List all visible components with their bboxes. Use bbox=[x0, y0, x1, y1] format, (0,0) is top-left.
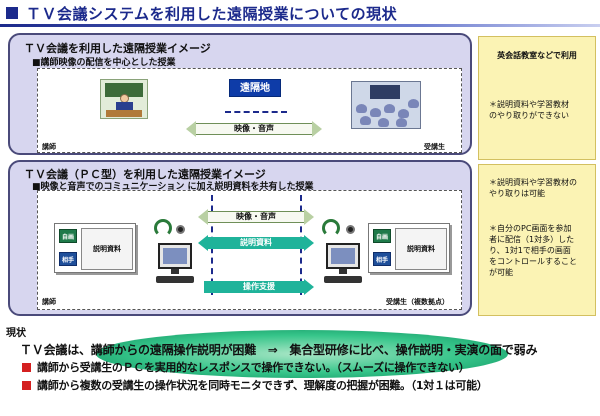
support-arrow-label: 操作支援 bbox=[243, 282, 275, 291]
title-bar: ＴＶ会議システムを利用した遠隔授業についての現状 bbox=[0, 0, 600, 30]
highlight-ellipse bbox=[96, 330, 508, 378]
dashed-link-line bbox=[225, 111, 287, 113]
note-box-pc-text-2: ＊自分のPC画面を参加 者に配信（1対多）した り、1対1で相手の画面 をコント… bbox=[489, 224, 577, 277]
current-bullet-2-text: 講師から複数の受講生の操作状況を同時モニタできず、理解度の把握が困難。（1対１は… bbox=[37, 379, 488, 392]
av-arrow: 映像・音声 bbox=[186, 121, 322, 137]
current-heading: 現状 bbox=[6, 328, 26, 339]
document-label: 説明資料 bbox=[407, 245, 435, 253]
document-label: 説明資料 bbox=[93, 245, 121, 253]
red-bullet-icon bbox=[22, 363, 31, 372]
student-shared-screen: 自画 相手 説明資料 bbox=[368, 223, 450, 273]
title-square-icon bbox=[6, 7, 18, 19]
note-box-tv-heading: 英会話教室などで利用 bbox=[497, 51, 577, 60]
red-bullet-icon bbox=[22, 381, 31, 390]
self-view-label: 自画 bbox=[61, 234, 74, 241]
webcam-icon bbox=[346, 225, 355, 234]
teacher-label: 講師 bbox=[42, 298, 56, 306]
panel1-subtitle: ■講師映像の配信を中心とした授業 bbox=[32, 58, 176, 68]
teacher-pc-icon bbox=[156, 243, 194, 289]
note-box-tv: 英会話教室などで利用 ＊説明資料や学習教材 のやり取りができない bbox=[478, 36, 596, 160]
document-arrow: 説明資料 bbox=[198, 235, 314, 251]
av-arrow-pc: 映像・音声 bbox=[198, 209, 314, 225]
teacher-shared-screen: 自画 相手 説明資料 bbox=[54, 223, 136, 273]
note-box-pc-text-1: ＊説明資料や学習教材の やり取りは可能 bbox=[489, 178, 577, 198]
panel-tv-lecture: ＴＶ会議を利用した遠隔授業イメージ ■講師映像の配信を中心とした授業 遠隔地 映… bbox=[8, 33, 472, 155]
document-arrow-label: 説明資料 bbox=[240, 238, 272, 247]
panel1-diagram: 遠隔地 映像・音声 講師 受講生 bbox=[37, 68, 462, 153]
webcam-icon bbox=[176, 225, 185, 234]
self-view-label: 自画 bbox=[375, 234, 388, 241]
teacher-label: 講師 bbox=[42, 143, 56, 151]
panel-pc-lecture: ＴＶ会議（ＰＣ型）を利用した遠隔授業イメージ ■映像と音声でのコミュニケーション… bbox=[8, 160, 472, 316]
current-bullet-1-text: 講師から受講生のＰＣを実用的なレスポンスで操作できない。（スムーズに操作できない… bbox=[37, 361, 470, 374]
panel2-title: ＴＶ会議（ＰＣ型）を利用した遠隔授業イメージ bbox=[24, 168, 266, 181]
classroom-students-icon bbox=[351, 81, 421, 129]
page-title: ＴＶ会議システムを利用した遠隔授業についての現状 bbox=[26, 5, 398, 23]
note-box-pc: ＊説明資料や学習教材の やり取りは可能 ＊自分のPC画面を参加 者に配信（1対多… bbox=[478, 164, 596, 316]
peer-view-label: 相手 bbox=[61, 257, 74, 264]
note-box-tv-text: ＊説明資料や学習教材 のやり取りができない bbox=[489, 100, 569, 120]
av-arrow-pc-label: 映像・音声 bbox=[236, 212, 276, 221]
peer-view-label: 相手 bbox=[375, 257, 388, 264]
teacher-illustration-icon bbox=[100, 79, 148, 119]
remote-location-tag: 遠隔地 bbox=[229, 79, 281, 97]
headset-icon bbox=[154, 219, 172, 237]
panel2-diagram: 自画 相手 説明資料 映像・音声 説明資料 操作支援 自画 bbox=[37, 190, 462, 310]
student-label: 受講生 bbox=[424, 143, 445, 151]
title-underline bbox=[0, 24, 600, 27]
av-arrow-label: 映像・音声 bbox=[234, 124, 274, 133]
panel2-subtitle: ■映像と音声でのコミュニケーション に加え説明資料を共有した授業 bbox=[32, 182, 314, 192]
current-bullet-1: 講師から受講生のＰＣを実用的なレスポンスで操作できない。（スムーズに操作できない… bbox=[22, 359, 470, 375]
support-arrow: 操作支援 bbox=[204, 279, 314, 295]
headset-icon bbox=[322, 219, 340, 237]
student-pc-icon bbox=[324, 243, 362, 289]
current-bullet-2: 講師から複数の受講生の操作状況を同時モニタできず、理解度の把握が困難。（1対１は… bbox=[22, 377, 488, 393]
current-main-statement: ＴＶ会議は、講師からの遠隔操作説明が困難 ⇒ 集合型研修に比べ、操作説明・実演の… bbox=[20, 343, 538, 357]
panel1-title: ＴＶ会議を利用した遠隔授業イメージ bbox=[24, 42, 211, 55]
student-label: 受講生（複数拠点） bbox=[386, 298, 449, 306]
